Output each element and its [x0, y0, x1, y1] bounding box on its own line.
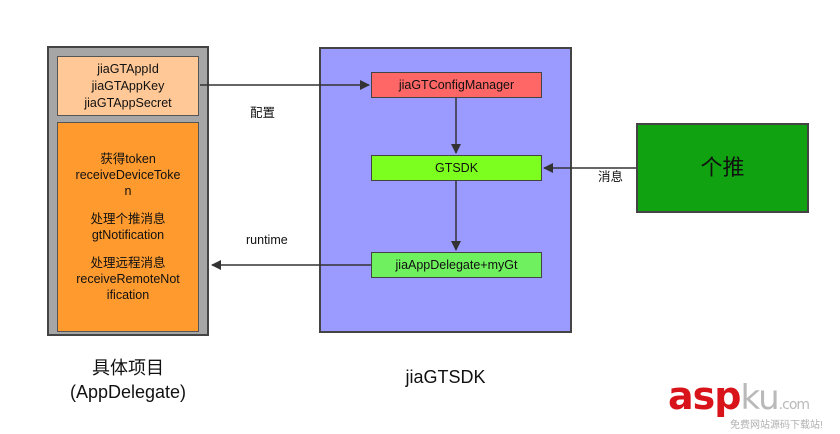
receive-remote-notification-label: receiveRemoteNot	[76, 272, 180, 286]
gt-notification-label: gtNotification	[91, 228, 165, 242]
watermark-asp: asp	[668, 374, 741, 418]
gtsdk-node: GTSDK	[371, 155, 542, 181]
watermark-logo: aspku.com	[668, 374, 810, 425]
sdk-caption: jiaGTSDK	[405, 367, 486, 387]
runtime-edge-label: runtime	[246, 233, 288, 247]
handle-remote-message-label: 处理远程消息	[90, 256, 166, 270]
message-edge-label: 消息	[598, 170, 624, 184]
app-id-label: jiaGTAppId	[97, 62, 159, 76]
get-token-label: 获得token	[100, 152, 156, 166]
handle-getui-message-label: 处理个推消息	[90, 212, 166, 226]
callbacks-box: 获得token receiveDeviceToke n 处理个推消息 gtNot…	[57, 122, 199, 332]
app-secret-label: jiaGTAppSecret	[84, 96, 172, 110]
config-edge-label: 配置	[250, 106, 276, 120]
receive-remote-notification-label-cont: ification	[106, 288, 150, 302]
receive-device-token-label: receiveDeviceToke	[75, 168, 181, 182]
project-caption: 具体项目 (AppDelegate)	[47, 356, 209, 404]
config-manager-node: jiaGTConfigManager	[371, 72, 542, 98]
getui-service-node: 个推	[636, 123, 809, 213]
project-caption-subtitle: (AppDelegate)	[69, 382, 187, 402]
app-key-label: jiaGTAppKey	[91, 79, 165, 93]
project-caption-title: 具体项目	[92, 358, 164, 378]
watermark-subtitle: 免费网站源码下载站!	[730, 420, 823, 431]
site-watermark: aspku.com 免费网站源码下载站!	[668, 376, 838, 432]
config-keys-box: jiaGTAppId jiaGTAppKey jiaGTAppSecret	[57, 56, 199, 116]
watermark-dotcom: .com	[778, 397, 810, 413]
watermark-ku: ku	[740, 378, 779, 418]
app-delegate-category-node: jiaAppDelegate+myGt	[371, 252, 542, 278]
receive-device-token-label-cont: n	[124, 184, 132, 198]
